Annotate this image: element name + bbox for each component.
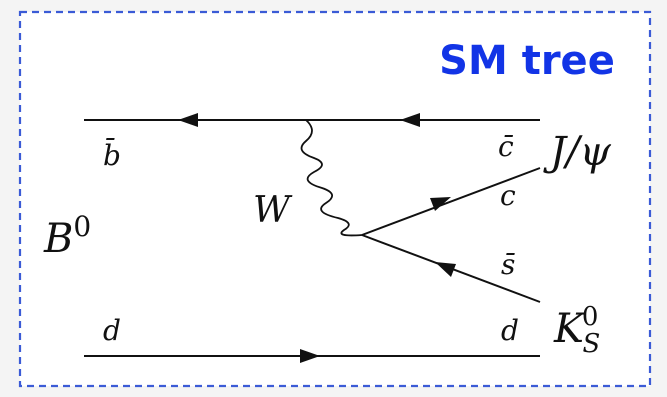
- arrow-c: [430, 197, 451, 211]
- k-subscript: S: [582, 329, 600, 359]
- dashed-border: [18, 10, 652, 388]
- arrow-c-bar: [400, 113, 420, 127]
- k-symbol: K: [553, 306, 586, 352]
- k-superscript: 0: [582, 302, 599, 332]
- label-w: W: [253, 190, 293, 231]
- w-boson-propagator: [300, 119, 363, 237]
- arrows: [178, 113, 456, 363]
- label-c-bar: c̄: [498, 130, 514, 163]
- b-meson-superscript: 0: [73, 210, 91, 243]
- diagram-title: SM tree: [439, 38, 615, 84]
- arrow-b-bar: [178, 113, 198, 127]
- arrow-d: [300, 349, 320, 363]
- label-b-bar: b̄: [103, 137, 121, 172]
- c-quark-line: [361, 167, 541, 236]
- arrow-s-bar: [435, 262, 456, 277]
- label-s-bar: s̄: [501, 248, 516, 281]
- label-b-meson: B0: [43, 210, 91, 262]
- panel-background: [20, 12, 650, 386]
- label-d-left: d: [103, 314, 121, 347]
- label-c: c: [500, 179, 516, 212]
- label-d-right: d: [501, 314, 519, 347]
- label-jpsi: J/ψ: [543, 129, 612, 175]
- b-meson-symbol: B: [43, 216, 73, 262]
